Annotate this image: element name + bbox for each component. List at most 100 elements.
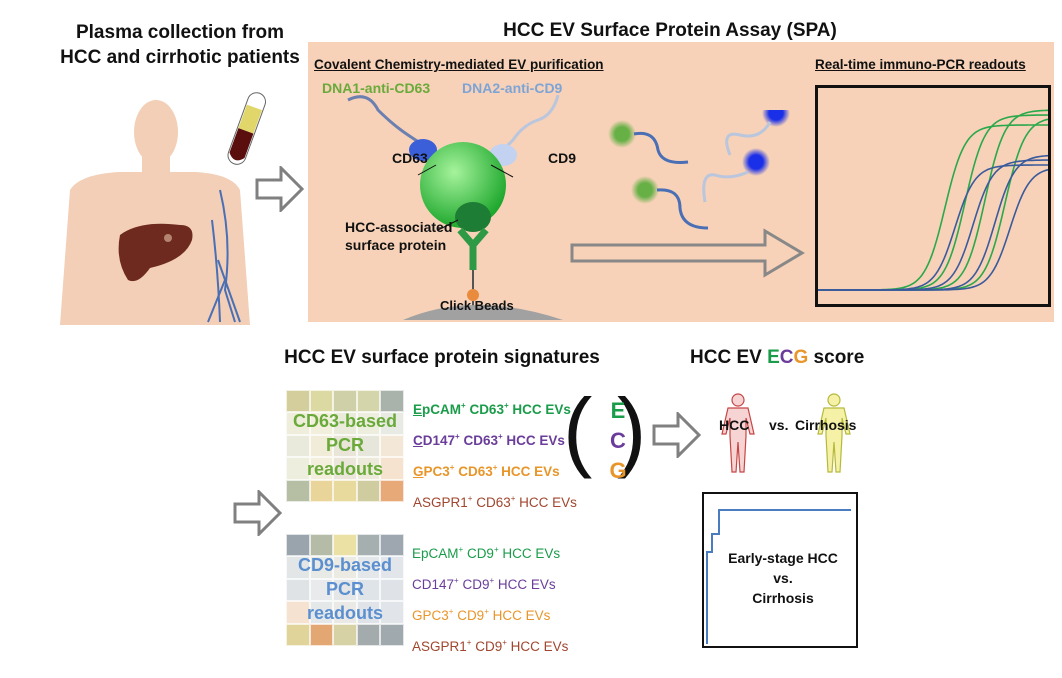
- heatmap-cell: [286, 556, 310, 579]
- amplification-curve: [818, 118, 1049, 291]
- heatmap-cell: [380, 578, 404, 602]
- plus-sign: +: [497, 432, 503, 441]
- heatmap-cell: [286, 457, 310, 480]
- dna-strand-left: [347, 95, 424, 147]
- plasma-collection-title: Plasma collection from HCC and cirrhotic…: [40, 20, 320, 70]
- heatmap-cell: [380, 601, 404, 624]
- heatmap-cell: [380, 534, 404, 557]
- heatmap-cell: [286, 434, 310, 458]
- spa-title: HCC EV Surface Protein Assay (SPA): [503, 20, 837, 41]
- heatmap-cell: [356, 412, 381, 435]
- tetraspanin: CD63: [472, 495, 511, 510]
- click-beads: [403, 305, 563, 320]
- plus-sign: +: [449, 463, 455, 472]
- pcr-amplification-plot: [815, 85, 1051, 307]
- hcc-label: HCC: [719, 417, 750, 433]
- left-paren: (: [563, 380, 593, 479]
- ecg-score-title: HCC EV ECG score: [690, 345, 890, 370]
- heatmap-cell: [380, 434, 404, 458]
- heatmap-cell: [309, 578, 334, 602]
- heatmap-cell: [356, 578, 381, 602]
- amplification-curve: [818, 124, 1048, 291]
- heatmap-cell: [286, 390, 310, 413]
- grid-label-line: PCR: [325, 579, 364, 599]
- title-line-2: HCC and cirrhotic patients: [60, 47, 300, 68]
- heatmap-cell: [333, 578, 357, 602]
- letter-c: C: [610, 428, 626, 453]
- amplification-curve: [818, 109, 1049, 291]
- amplification-curve: [818, 164, 1048, 291]
- heatmap-cell: [309, 623, 334, 646]
- grid-label-line: PCR: [325, 435, 364, 455]
- green-fluor-dot: [608, 120, 636, 148]
- heatmap-cell: [356, 601, 381, 624]
- heatmap-cell: [309, 534, 334, 557]
- marker-initial: C: [413, 433, 423, 448]
- tetraspanin: CD9: [458, 577, 490, 592]
- heatmap-cell: [309, 479, 334, 502]
- tetraspanin: CD9: [453, 608, 485, 623]
- roc-curve-box: [702, 492, 858, 648]
- surface-protein: [455, 202, 491, 232]
- title-letter-c: C: [779, 347, 794, 368]
- protein-label-line-1: HCC-associated: [345, 219, 453, 235]
- ev-tail: HCC EVs: [515, 495, 577, 510]
- heatmap-cell: [356, 556, 381, 579]
- antibody-icon: [457, 227, 489, 270]
- ev-tail: HCC EVs: [488, 608, 551, 623]
- cd63-pcr-grid: [286, 390, 404, 502]
- green-fluor-dot: [631, 176, 659, 204]
- heatmap-cell: [286, 412, 310, 435]
- cirrhosis-label: Cirrhosis: [795, 417, 857, 433]
- signature-item-gpc3-cd63: GPC3+ CD63+ HCC EVs: [413, 454, 577, 485]
- heatmap-cell: [380, 457, 404, 480]
- ev-tail: HCC EVs: [506, 639, 569, 654]
- letter-e: E: [610, 398, 626, 423]
- dna2-label: DNA2-anti-CD9: [462, 80, 563, 96]
- heatmap-cell: [309, 412, 334, 435]
- cd9-grid-label: CD9-based PCR readouts: [286, 553, 404, 625]
- heatmap-cell: [356, 479, 381, 502]
- roc-label-line: Cirrhosis: [752, 590, 814, 606]
- arrow-right-icon: [233, 490, 283, 536]
- amplification-curve: [818, 159, 1048, 291]
- tetraspanin: CD63: [454, 464, 493, 479]
- surface-protein-label: HCC-associated surface protein: [345, 218, 452, 254]
- heatmap-cell: [380, 390, 404, 413]
- cd9-signature-list: EpCAM+ CD9+ HCC EVs CD147+ CD9+ HCC EVs …: [412, 536, 568, 660]
- title-letter-g: G: [793, 347, 809, 368]
- ev-tail: HCC EVs: [502, 433, 565, 448]
- hcc-patient-figure-icon: [721, 393, 755, 473]
- heatmap-cell: [333, 412, 357, 435]
- heatmap-cell: [309, 434, 334, 458]
- heatmap-cell: [356, 534, 381, 557]
- tetraspanin: CD63: [465, 402, 504, 417]
- blue-fluor-dot: [742, 148, 770, 176]
- signature-item-epcam-cd63: EpCAM+ CD63+ HCC EVs: [413, 392, 577, 423]
- grid-label-line: CD9-based: [297, 555, 393, 575]
- marker-name: CD147: [412, 577, 455, 592]
- plus-sign: +: [510, 494, 516, 503]
- vs-label: vs.: [769, 417, 789, 433]
- linker-icon: [467, 289, 479, 301]
- amplification-curve: [818, 168, 1049, 291]
- grid-label-line: CD63-based: [292, 411, 398, 431]
- title-line-1: Plasma collection from: [75, 22, 284, 43]
- marker-initial: G: [413, 464, 424, 479]
- roc-label-line: Early-stage HCC: [728, 550, 838, 566]
- plus-sign: +: [458, 545, 464, 554]
- title-letter-e: E: [767, 347, 780, 368]
- heatmap-cell: [286, 479, 310, 502]
- plus-sign: +: [484, 607, 489, 616]
- heatmap-cell: [380, 412, 404, 435]
- heatmap-cell: [309, 390, 334, 413]
- protein-label-line-2: surface protein: [345, 237, 447, 253]
- long-arrow-right-icon: [570, 228, 805, 278]
- click-beads-label: Click Beads: [440, 298, 514, 313]
- heatmap-cell: [356, 457, 381, 480]
- vein-lines: [207, 189, 241, 323]
- signatures-title: HCC EV surface protein signatures: [284, 347, 600, 368]
- marker-name: EpCAM: [412, 546, 459, 561]
- arrow-right-icon: [255, 166, 305, 212]
- cirrhosis-patient-figure-icon: [817, 393, 851, 473]
